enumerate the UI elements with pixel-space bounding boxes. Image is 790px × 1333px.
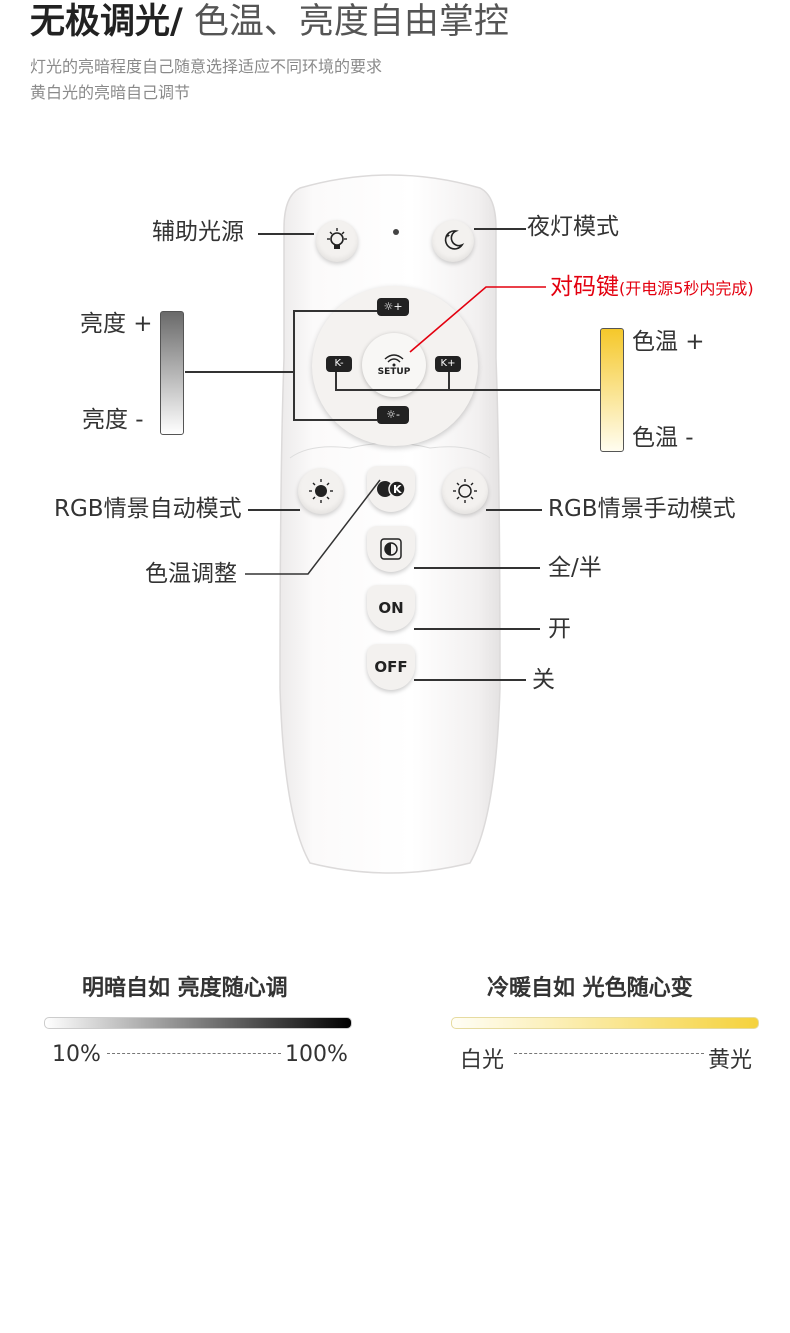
subtitle-1: 灯光的亮暗程度自己随意选择适应不同环境的要求 — [30, 57, 383, 76]
brightness-minus-button[interactable]: ☼- — [377, 406, 409, 424]
label-color-temp-adjust: 色温调整 — [145, 561, 237, 587]
pairing-leader — [409, 286, 546, 353]
title-bold: 无极调光/ — [30, 2, 183, 42]
wifi-icon — [384, 354, 404, 367]
on-label: ON — [378, 599, 404, 617]
temp-min: 白光 — [460, 1048, 505, 1073]
color-temp-plus-button[interactable]: K+ — [435, 356, 461, 372]
label-off: 关 — [532, 667, 555, 693]
label-night-mode: 夜灯模式 — [527, 214, 619, 240]
setup-button[interactable]: SETUP — [362, 333, 426, 397]
moon-icon: ✦ — [444, 230, 465, 250]
temp-bracket-right — [448, 372, 450, 390]
brightness-range-bar — [44, 1017, 352, 1029]
temp-leader — [335, 389, 600, 391]
full-half-button[interactable] — [367, 526, 415, 572]
rgb-auto-button[interactable] — [298, 468, 344, 514]
temp-bracket-left — [335, 372, 337, 390]
half-moon-k-icon: K — [377, 480, 406, 498]
brightness-bracket-v — [293, 310, 295, 420]
label-full-half: 全/半 — [548, 555, 602, 581]
temp-title: 冷暖自如 光色随心变 — [487, 976, 693, 1001]
on-leader — [414, 628, 540, 630]
label-aux-light: 辅助光源 — [152, 219, 244, 245]
brightness-leader — [185, 371, 293, 373]
label-brightness-plus: 亮度 + — [80, 311, 153, 337]
label-color-temp-minus: 色温 - — [632, 425, 694, 451]
label-on: 开 — [548, 616, 571, 642]
pairing-key-text: 对码键 — [550, 274, 619, 300]
on-button[interactable]: ON — [367, 585, 415, 631]
temp-range-bar — [451, 1017, 759, 1029]
brightness-gradient-bar — [160, 311, 184, 435]
label-color-temp-plus: 色温 + — [632, 329, 705, 355]
brightness-min: 10% — [52, 1042, 101, 1067]
rgb-auto-leader — [248, 509, 300, 511]
label-rgb-manual: RGB情景手动模式 — [548, 496, 736, 522]
brightness-title: 明暗自如 亮度随心调 — [82, 976, 288, 1001]
aux-light-leader — [258, 233, 314, 235]
temp-max: 黄光 — [708, 1048, 753, 1073]
color-temp-adjust-button[interactable]: K — [367, 466, 415, 512]
rgb-manual-button[interactable] — [442, 468, 488, 514]
off-button[interactable]: OFF — [367, 644, 415, 690]
label-pairing-key: 对码键(开电源5秒内完成) — [550, 273, 754, 303]
title-light: 色温、亮度自由掌控 — [182, 2, 509, 42]
brightness-dash — [107, 1053, 281, 1054]
color-temp-gradient-bar — [600, 328, 624, 452]
sun-outline-icon — [453, 479, 477, 503]
temp-dash — [514, 1053, 704, 1054]
brightness-max: 100% — [285, 1042, 348, 1067]
aux-light-button[interactable] — [316, 220, 358, 262]
bulb-icon — [327, 228, 347, 249]
night-light-button[interactable]: ✦ — [432, 220, 474, 262]
indicator-dot — [393, 229, 399, 235]
subtitle-2: 黄白光的亮暗自己调节 — [30, 83, 191, 102]
sun-filled-icon — [309, 479, 333, 503]
svg-text:✦: ✦ — [445, 232, 451, 240]
label-brightness-minus: 亮度 - — [82, 407, 144, 433]
off-label: OFF — [374, 658, 408, 676]
night-mode-leader — [474, 228, 526, 230]
brightness-plus-button[interactable]: ☼+ — [377, 298, 409, 316]
brightness-bracket-top — [293, 310, 377, 312]
half-circle-icon — [380, 538, 402, 560]
pairing-note: (开电源5秒内完成) — [619, 279, 754, 298]
setup-label: SETUP — [377, 367, 411, 377]
page-title: 无极调光/ 色温、亮度自由掌控 — [30, 0, 509, 44]
brightness-bracket-bottom — [293, 419, 377, 421]
off-leader — [414, 679, 526, 681]
svg-text:K: K — [393, 483, 402, 496]
temp-adjust-leader — [245, 479, 381, 575]
color-temp-minus-button[interactable]: K- — [326, 356, 352, 372]
full-half-leader — [414, 567, 540, 569]
label-rgb-auto: RGB情景自动模式 — [54, 496, 242, 522]
rgb-manual-leader — [486, 509, 542, 511]
